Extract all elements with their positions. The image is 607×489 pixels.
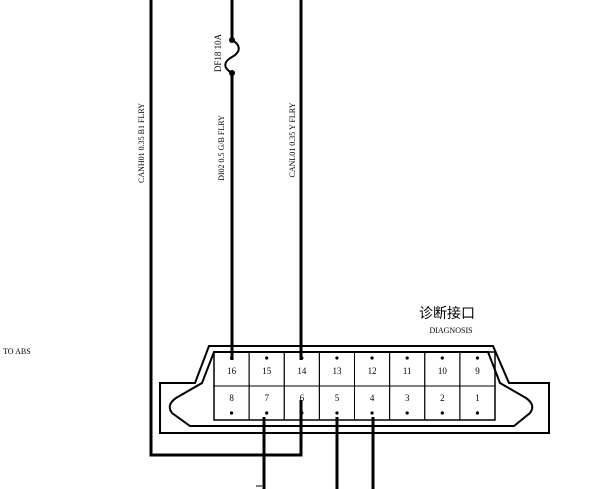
connector-outer-shell bbox=[159, 345, 550, 434]
pin-dot-11 bbox=[405, 356, 409, 360]
fuse-terminal-top bbox=[229, 37, 235, 43]
to-abs-label: TO ABS bbox=[3, 347, 31, 356]
pin-number-5: 5 bbox=[335, 393, 340, 403]
pin-number-3: 3 bbox=[405, 393, 410, 403]
connector-title-cn: 诊断接口 bbox=[419, 305, 475, 322]
pin-cell-7 bbox=[248, 385, 285, 421]
pin-dot-7 bbox=[265, 411, 269, 415]
pin-dot-2 bbox=[440, 411, 444, 415]
pin-cell-4 bbox=[354, 385, 391, 421]
pin-number-15: 15 bbox=[262, 366, 272, 376]
pin-dot-16 bbox=[229, 356, 234, 360]
pin-dot-5 bbox=[335, 411, 339, 415]
pin-number-4: 4 bbox=[370, 393, 375, 403]
pin-cell-2 bbox=[424, 385, 461, 421]
pin-number-16: 16 bbox=[227, 366, 237, 376]
pin-number-11: 11 bbox=[403, 366, 412, 376]
pin-cell-5 bbox=[318, 385, 355, 421]
pin-number-13: 13 bbox=[332, 366, 342, 376]
pin-dot-8 bbox=[229, 411, 234, 415]
pin-cell-8 bbox=[213, 385, 250, 421]
wire-label-canl: CANL01 0.35 Y FLRY bbox=[288, 102, 297, 177]
pin-number-6: 6 bbox=[300, 393, 305, 403]
pin-number-1: 1 bbox=[475, 393, 480, 403]
pin-dot-9 bbox=[475, 356, 480, 360]
pin-dot-13 bbox=[335, 356, 339, 360]
wire-canh bbox=[149, 0, 303, 457]
connector-inner-shell bbox=[168, 351, 534, 427]
pin-dot-10 bbox=[440, 356, 444, 360]
pin-dot-15 bbox=[265, 356, 269, 360]
pin-number-14: 14 bbox=[297, 366, 307, 376]
connector-pin-cells: 16 15 14 13 12 11 10 9 8 7 6 5 4 3 2 1 bbox=[213, 351, 496, 421]
pin-dot-3 bbox=[405, 411, 409, 415]
pin-number-12: 12 bbox=[368, 366, 377, 376]
pin-number-10: 10 bbox=[438, 366, 448, 376]
pin-dot-4 bbox=[370, 411, 374, 415]
pin-number-8: 8 bbox=[229, 393, 234, 403]
pin-number-7: 7 bbox=[264, 393, 269, 403]
pin-cell-3 bbox=[389, 385, 426, 421]
pin-number-2: 2 bbox=[440, 393, 445, 403]
pin-dot-12 bbox=[370, 356, 374, 360]
pin-dot-6 bbox=[300, 411, 304, 415]
pin-dot-1 bbox=[475, 411, 480, 415]
pin-dot-14 bbox=[300, 356, 304, 360]
pin-number-9: 9 bbox=[475, 366, 480, 376]
wire-label-canh: CANH01 0.35 B1 FLRY bbox=[137, 103, 146, 183]
fuse-symbol bbox=[224, 39, 240, 74]
pin-cell-1 bbox=[459, 385, 496, 421]
connector-title-en: DIAGNOSIS bbox=[429, 326, 472, 335]
fuse-label: DF18 10A bbox=[213, 33, 223, 72]
wire-label-di02: DI02 0.5 G/B FLRY bbox=[217, 115, 226, 181]
